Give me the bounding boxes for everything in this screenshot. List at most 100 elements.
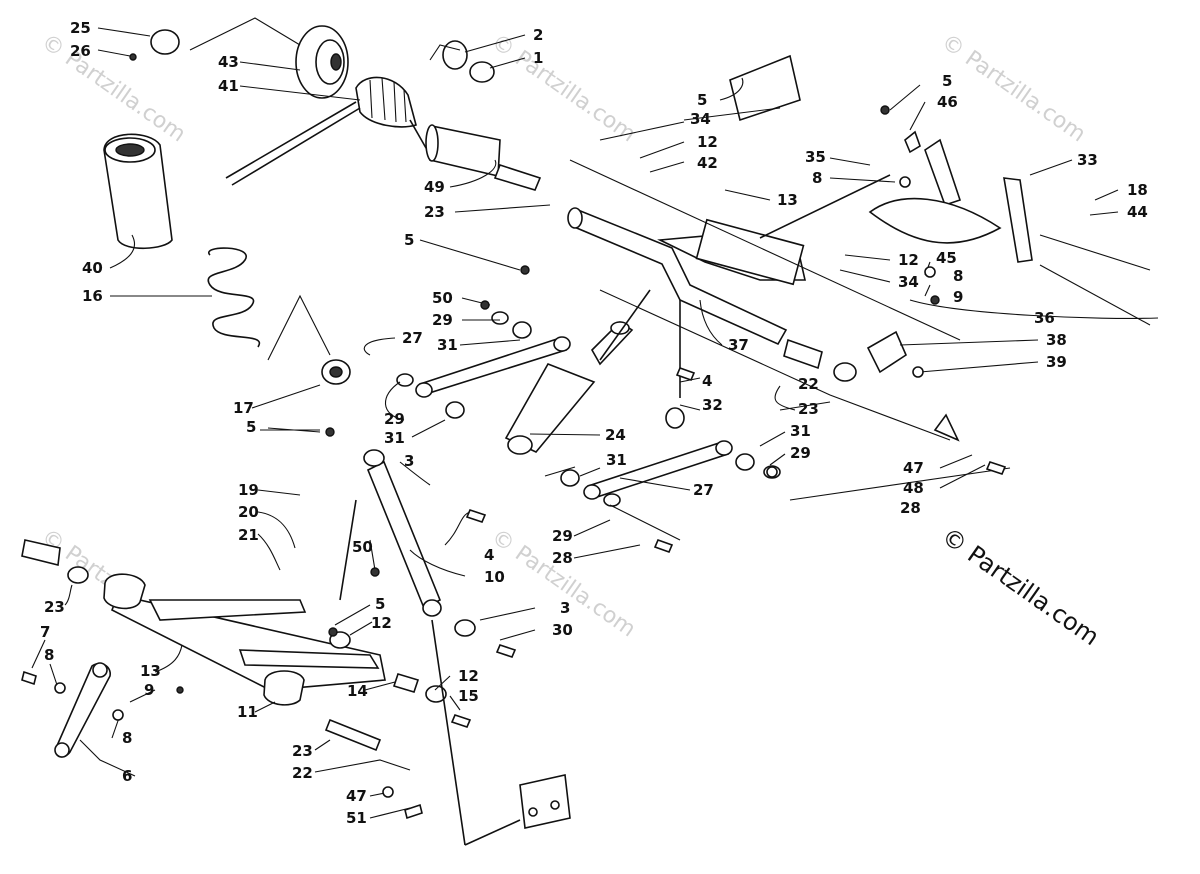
fasteners	[21, 105, 1007, 820]
leader-lines	[31, 17, 1159, 819]
callout-23: 23	[424, 203, 445, 221]
callout-33: 33	[1077, 151, 1098, 169]
callout-8: 8	[953, 267, 963, 285]
callout-2: 2	[533, 26, 543, 44]
rear-axle-assembly	[567, 54, 961, 441]
callout-22: 22	[292, 764, 313, 782]
bushing-tube	[425, 124, 542, 191]
callout-31: 31	[384, 429, 405, 447]
callout-4: 4	[484, 546, 494, 564]
callout-7: 7	[40, 623, 50, 641]
callout-29: 29	[432, 311, 453, 329]
callout-49: 49	[424, 178, 445, 196]
callout-4: 4	[702, 372, 712, 390]
callout-39: 39	[1046, 353, 1067, 371]
callout-3: 3	[560, 599, 570, 617]
upper-link	[415, 336, 571, 398]
arm-shock	[321, 359, 442, 617]
lower-link	[583, 440, 733, 500]
watermark: © Partzilla.com	[937, 29, 1090, 147]
callouts: 25 26 43 41 2 1 49 23 40 16 5 34 12 42 5…	[40, 19, 1148, 827]
coil-spring	[207, 247, 261, 348]
lower-spacers	[324, 619, 476, 752]
front-arm-assembly	[21, 539, 386, 706]
callout-31: 31	[437, 336, 458, 354]
callout-34: 34	[898, 273, 919, 291]
callout-23: 23	[44, 598, 65, 616]
callout-34: 34	[690, 110, 711, 128]
callout-50: 50	[432, 289, 453, 307]
callout-45: 45	[936, 249, 957, 267]
callout-8: 8	[44, 646, 54, 664]
callout-25: 25	[70, 19, 91, 37]
callout-12: 12	[898, 251, 919, 269]
callout-5: 5	[246, 418, 256, 436]
right-brackets	[609, 138, 1151, 541]
callout-8: 8	[122, 729, 132, 747]
callout-5: 5	[404, 231, 414, 249]
idler-wheel-assembly	[129, 25, 495, 99]
callout-12: 12	[458, 667, 479, 685]
callout-9: 9	[144, 681, 154, 699]
callout-31: 31	[790, 422, 811, 440]
callout-22: 22	[798, 375, 819, 393]
callout-10: 10	[484, 568, 505, 586]
callout-47: 47	[346, 787, 367, 805]
callout-37: 37	[728, 336, 749, 354]
callout-15: 15	[458, 687, 479, 705]
callout-31: 31	[606, 451, 627, 469]
callout-42: 42	[697, 154, 718, 172]
callout-6: 6	[122, 767, 132, 785]
callout-35: 35	[805, 148, 826, 166]
callout-8: 8	[812, 169, 822, 187]
callout-5: 5	[697, 91, 707, 109]
watermark: © Partzilla.com	[487, 29, 640, 147]
callout-27: 27	[693, 481, 714, 499]
callout-23: 23	[798, 400, 819, 418]
callout-11: 11	[237, 703, 258, 721]
callout-29: 29	[384, 410, 405, 428]
callout-29: 29	[790, 444, 811, 462]
callout-13: 13	[140, 662, 161, 680]
callout-9: 9	[953, 288, 963, 306]
callout-40: 40	[82, 259, 103, 277]
callout-16: 16	[82, 287, 103, 305]
callout-13: 13	[777, 191, 798, 209]
shock-cover	[103, 133, 173, 250]
callout-5: 5	[942, 72, 952, 90]
callout-32: 32	[702, 396, 723, 414]
copyright-notice: © Partzilla.com	[937, 522, 1105, 651]
callout-21: 21	[238, 526, 259, 544]
callout-28: 28	[552, 549, 573, 567]
callout-50: 50	[352, 538, 373, 556]
callout-51: 51	[346, 809, 367, 827]
callout-48: 48	[903, 479, 924, 497]
assembly-arrows	[339, 174, 891, 846]
callout-23: 23	[292, 742, 313, 760]
callout-20: 20	[238, 503, 259, 521]
callout-19: 19	[238, 481, 259, 499]
callout-30: 30	[552, 621, 573, 639]
callout-3: 3	[404, 452, 414, 470]
callout-17: 17	[233, 399, 254, 417]
callout-41: 41	[218, 77, 239, 95]
callout-18: 18	[1127, 181, 1148, 199]
callout-12: 12	[371, 614, 392, 632]
callout-29: 29	[552, 527, 573, 545]
callout-28: 28	[900, 499, 921, 517]
callout-47: 47	[903, 459, 924, 477]
callout-1: 1	[533, 49, 543, 67]
callout-43: 43	[218, 53, 239, 71]
callout-44: 44	[1127, 203, 1148, 221]
small-bushings	[396, 311, 857, 507]
bottom-mount	[519, 774, 571, 829]
callout-26: 26	[70, 42, 91, 60]
callout-14: 14	[347, 682, 368, 700]
callout-38: 38	[1046, 331, 1067, 349]
callout-27: 27	[402, 329, 423, 347]
callout-36: 36	[1034, 309, 1055, 327]
callout-5: 5	[375, 595, 385, 613]
callout-46: 46	[937, 93, 958, 111]
lower-left-pivot-arm	[54, 662, 111, 758]
